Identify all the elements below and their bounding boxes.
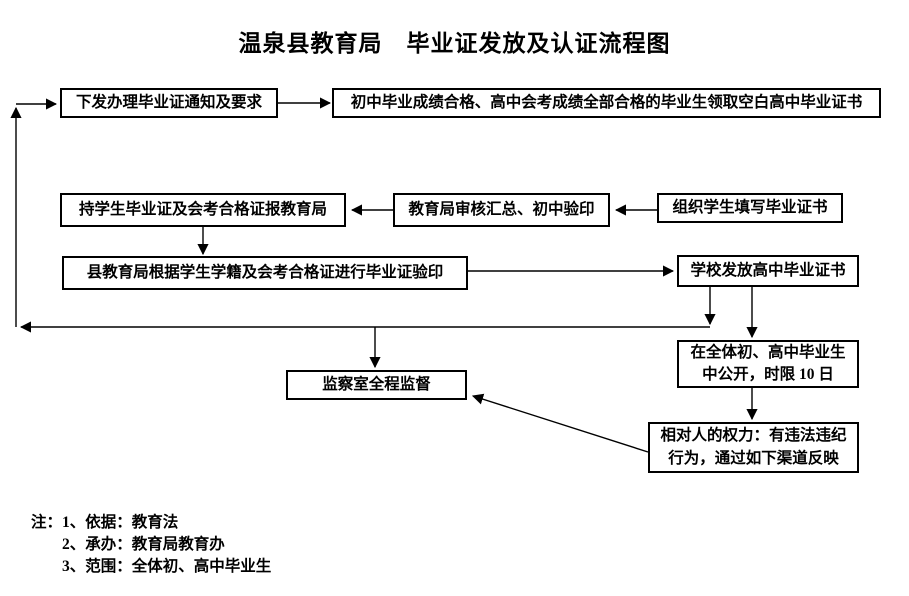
page-title: 温泉县教育局 毕业证发放及认证流程图 — [238, 31, 671, 56]
node-publicize-10-days: 在全体初、高中毕业生中公开，时限 10 日 — [677, 340, 859, 388]
node-issue-notice: 下发办理毕业证通知及要求 — [60, 88, 278, 118]
footnote-item: 2、承办：教育局教育办 — [62, 536, 225, 553]
node-organize-students-fill: 组织学生填写毕业证书 — [657, 193, 843, 223]
node-school-issue-diploma: 学校发放高中毕业证书 — [677, 255, 859, 287]
node-relative-party-rights: 相对人的权力：有违法违纪行为，通过如下渠道反映 — [648, 422, 859, 473]
node-supervision-office: 监察室全程监督 — [286, 370, 467, 400]
footnotes: 注： 1、依据：教育法 2、承办：教育局教育办 3、范围：全体初、高中毕业生 — [31, 512, 271, 578]
node-submit-to-bureau: 持学生毕业证及会考合格证报教育局 — [60, 193, 346, 227]
footnote-item: 1、依据：教育法 — [62, 514, 179, 531]
footnote-prefix: 注： — [31, 514, 63, 531]
node-bureau-review-seal: 教育局审核汇总、初中验印 — [393, 193, 610, 227]
connector-rights-to-supervision — [471, 393, 649, 453]
node-county-verify-seal: 县教育局根据学生学籍及会考合格证进行毕业证验印 — [62, 256, 468, 290]
footnote-item: 3、范围：全体初、高中毕业生 — [62, 558, 272, 575]
node-collect-blank-certificates: 初中毕业成绩合格、高中会考成绩全部合格的毕业生领取空白高中毕业证书 — [332, 88, 881, 118]
